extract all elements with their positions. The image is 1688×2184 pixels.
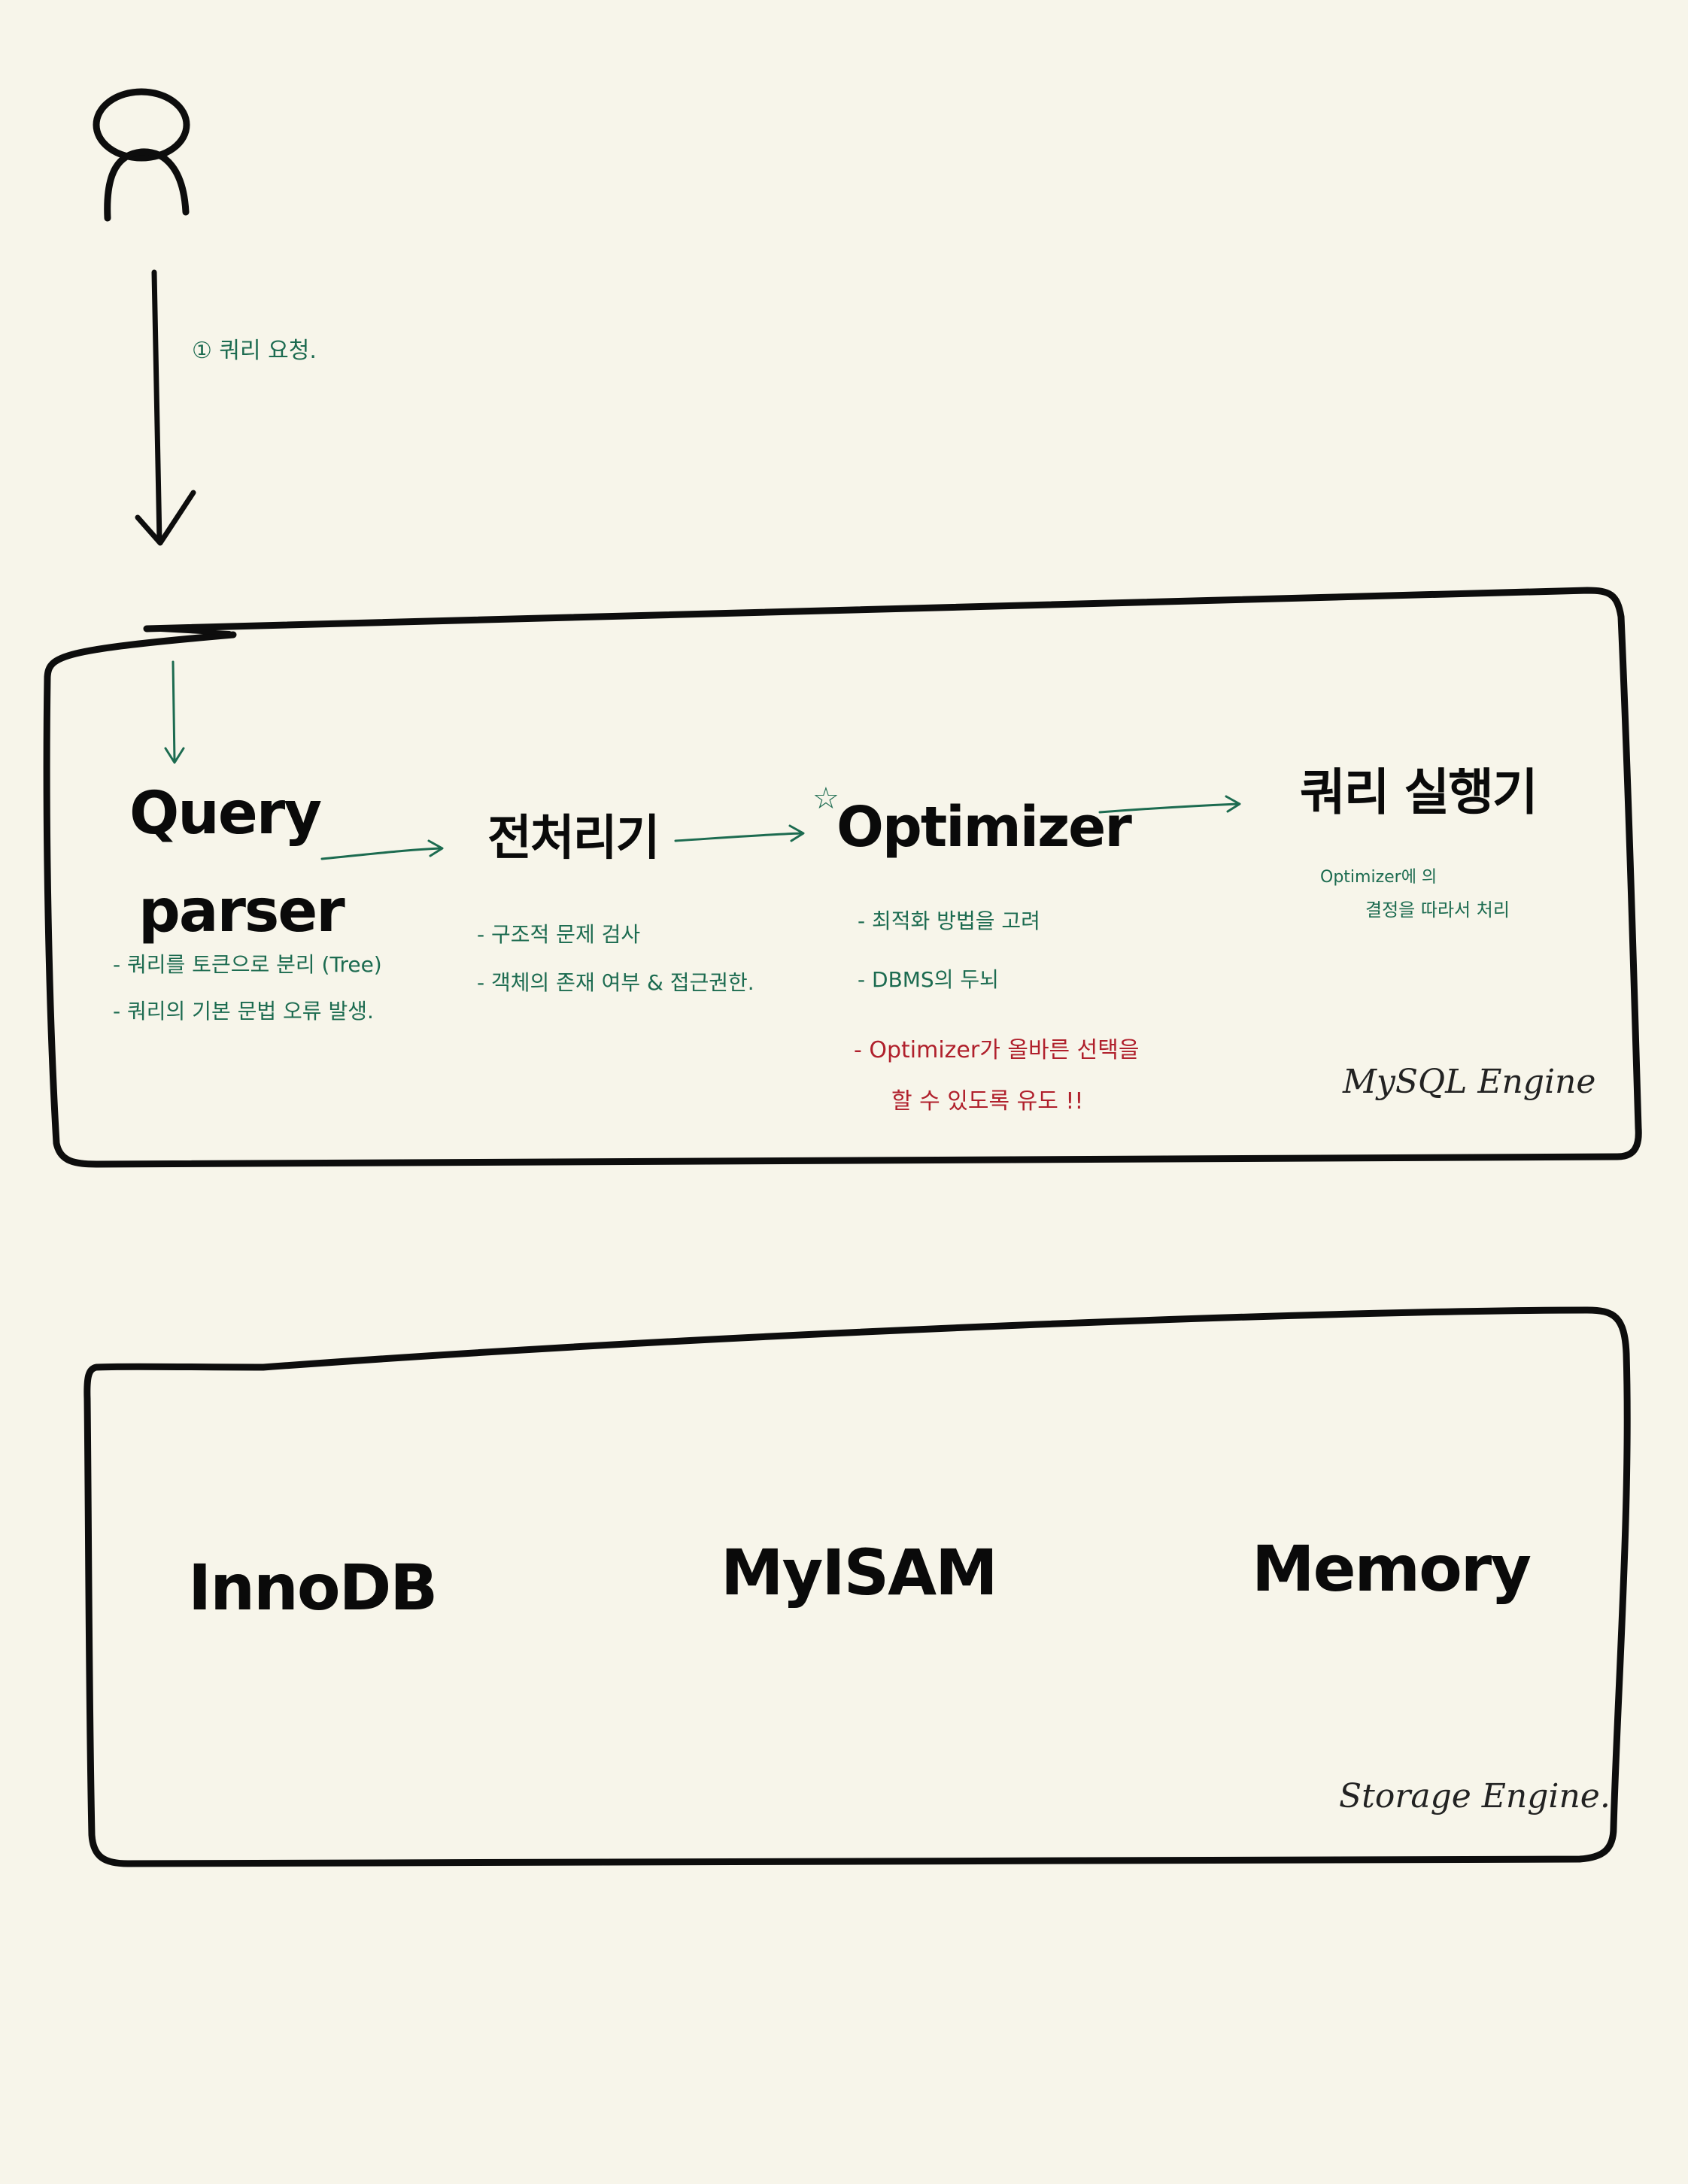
request-label: ① 쿼리 요청. <box>192 338 317 364</box>
optimizer-warning-line2: 할 수 있도록 유도 !! <box>891 1088 1084 1115</box>
storage-engine-innodb: InnoDB <box>188 1551 438 1624</box>
box-overstroke <box>144 626 232 635</box>
storage-engine-label: Storage Engine. <box>1339 1777 1611 1815</box>
star-icon: ☆ <box>812 781 839 816</box>
query-parser-title-line1: Query <box>129 780 322 848</box>
preprocessor-title: 전처리기 <box>487 811 660 866</box>
storage-engine-myisam: MyISAM <box>721 1536 998 1609</box>
preprocessor-note-2: - 객체의 존재 여부 & 접근권한. <box>477 970 754 995</box>
optimizer-note-2: - DBMS의 두뇌 <box>858 967 999 992</box>
executor-note-line2: 결정을 따라서 처리 <box>1365 899 1510 921</box>
query-parser-title-line2: parser <box>138 878 345 945</box>
flow-arrow-preprocessor-to-optimizer <box>674 824 805 842</box>
storage-engine-box <box>83 1306 1631 1867</box>
query-parser-note-1: - 쿼리를 토큰으로 분리 (Tree) <box>113 952 382 977</box>
mysql-engine-label: MySQL Engine <box>1343 1063 1596 1101</box>
entry-arrow <box>164 660 185 764</box>
optimizer-warning-line1: - Optimizer가 올바른 선택을 <box>854 1037 1140 1063</box>
optimizer-note-1: - 최적화 방법을 고려 <box>858 908 1040 933</box>
mysql-engine-box <box>43 587 1642 1168</box>
executor-note-line1: Optimizer에 의 <box>1320 868 1438 887</box>
person-icon <box>93 88 190 222</box>
flow-arrow-parser-to-preprocessor <box>320 839 444 860</box>
optimizer-title: Optimizer <box>836 795 1132 860</box>
storage-engine-memory: Memory <box>1252 1532 1532 1606</box>
flow-arrow-optimizer-to-executor <box>1098 795 1241 814</box>
executor-title: 쿼리 실행기 <box>1300 763 1538 821</box>
preprocessor-note-1: - 구조적 문제 검사 <box>477 922 641 947</box>
request-arrow <box>135 269 196 546</box>
query-parser-note-2: - 쿼리의 기본 문법 오류 발생. <box>113 999 374 1024</box>
